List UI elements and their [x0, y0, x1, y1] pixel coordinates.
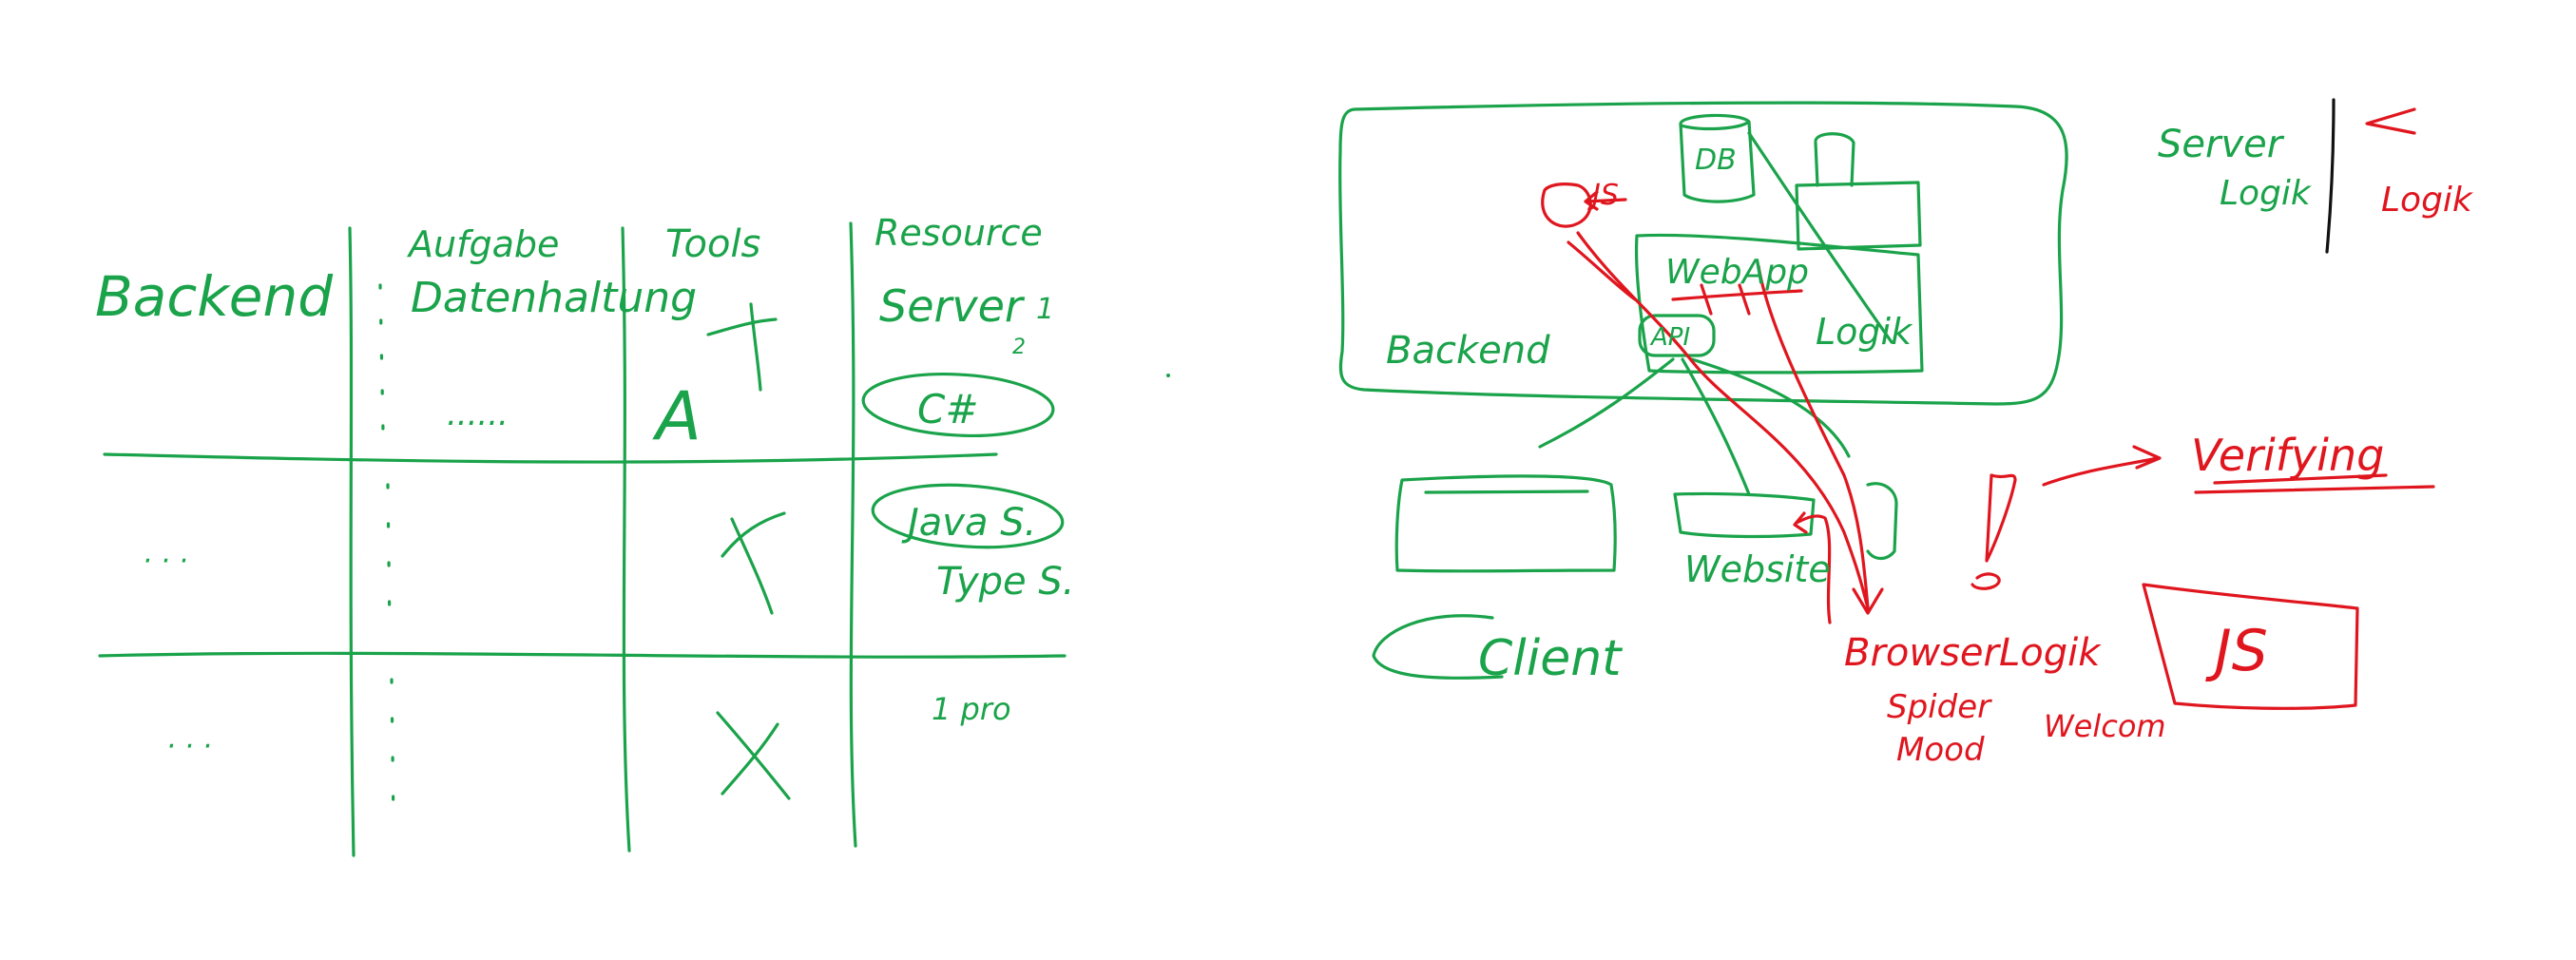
- backend-box: [1338, 101, 2068, 406]
- logic-divider: [2325, 98, 2336, 254]
- dots-col-row3: [390, 678, 395, 829]
- label-spider: Spider: [1887, 688, 1992, 726]
- client-base: [1372, 614, 1504, 680]
- table-vline-1: [348, 226, 356, 857]
- label-js-box: JS: [2205, 618, 2268, 684]
- dots-col-row1: [378, 283, 385, 434]
- label-server-logic-2: Logik: [2220, 174, 2313, 213]
- client-logic-arrow: [2365, 107, 2416, 135]
- webapp-underline: [1671, 289, 1803, 301]
- label-browserlogik: BrowserLogik: [1844, 631, 2102, 675]
- header-resource: Resource: [875, 212, 1043, 254]
- label-js: JS: [1587, 179, 1619, 212]
- website-arrow: [1793, 511, 1832, 624]
- logic-box: [1795, 181, 1922, 251]
- header-tools: Tools: [665, 222, 760, 266]
- res-typescript: Type S.: [936, 560, 1074, 604]
- api-to-client-line: [1538, 357, 1675, 449]
- api-to-right-line: [1690, 357, 1851, 458]
- label-verifying: Verifying: [2191, 430, 2384, 481]
- tools-mark-row3: [716, 711, 791, 800]
- circle-java: [871, 483, 1065, 549]
- label-server-logic-1: Server: [2158, 123, 2285, 166]
- js-arrow: [1584, 190, 1627, 211]
- api-to-website-line: [1681, 357, 1751, 496]
- label-db: DB: [1695, 144, 1737, 177]
- label-client-logic: Logik: [2381, 181, 2474, 220]
- table-vline-2: [621, 226, 631, 853]
- header-aufgabe: Aufgabe: [406, 223, 559, 265]
- logic-cylinder: [1814, 132, 1855, 187]
- task-datenhaltung: Datenhaltung: [411, 274, 697, 322]
- row2-label: · · ·: [143, 545, 188, 578]
- label-logik: Logik: [1816, 311, 1913, 353]
- stray-dot: [1166, 374, 1170, 377]
- js-box: [2142, 583, 2359, 710]
- label-webapp: WebApp: [1665, 253, 1809, 292]
- db-cylinder: [1679, 113, 1756, 203]
- webapp-to-browser-path: [1757, 264, 1870, 610]
- label-api: API: [1649, 323, 1690, 352]
- header-backend: Backend: [95, 264, 334, 329]
- tools-mark-row2: [721, 511, 786, 615]
- user-to-webapp: [1567, 240, 1637, 301]
- label-backend: Backend: [1386, 329, 1550, 373]
- res-server-num2: 2: [1012, 336, 1026, 359]
- api-box: [1638, 314, 1716, 357]
- client-screen: [1394, 474, 1617, 573]
- res-server: Server: [879, 280, 1026, 332]
- label-mood: Mood: [1896, 731, 1985, 769]
- res-csharp: C#: [917, 386, 979, 432]
- dots-col-row2: [386, 483, 392, 634]
- res-java: Java S.: [901, 501, 1036, 545]
- circle-csharp: [861, 373, 1055, 437]
- table-hline-2: [98, 651, 1067, 659]
- webapp-strike-1: [1700, 283, 1751, 316]
- planning-table: Backend Aufgabe Tools Resource Datenhalt…: [95, 212, 1074, 857]
- webapp-box: [1634, 233, 1924, 374]
- tools-mark-row1: [706, 302, 778, 392]
- website-cylinder: [1866, 482, 1898, 561]
- label-client: Client: [1478, 630, 1623, 687]
- label-welcome: Welcom: [2044, 708, 2166, 744]
- verifying-arrow: [2042, 445, 2162, 487]
- table-hline-1: [103, 452, 998, 464]
- tools-letter-a: A: [652, 377, 702, 455]
- website-box: [1673, 491, 1816, 539]
- verifying-underline: [2194, 473, 2435, 494]
- table-vline-3: [849, 221, 857, 848]
- exclamation-icon: [1970, 473, 2017, 590]
- browser-arrowhead: [1852, 587, 1884, 615]
- row3-label: · · ·: [166, 730, 212, 763]
- task-dots: ......: [447, 395, 509, 433]
- db-to-logic-line: [1747, 131, 1894, 344]
- res-server-num1: 1: [1036, 293, 1054, 326]
- js-bubble: [1541, 182, 1592, 228]
- label-website: Website: [1684, 548, 1831, 590]
- architecture-diagram: Backend DB JS WebApp API Logik Client We…: [1338, 98, 2474, 769]
- res-pro: 1 pro: [932, 691, 1011, 727]
